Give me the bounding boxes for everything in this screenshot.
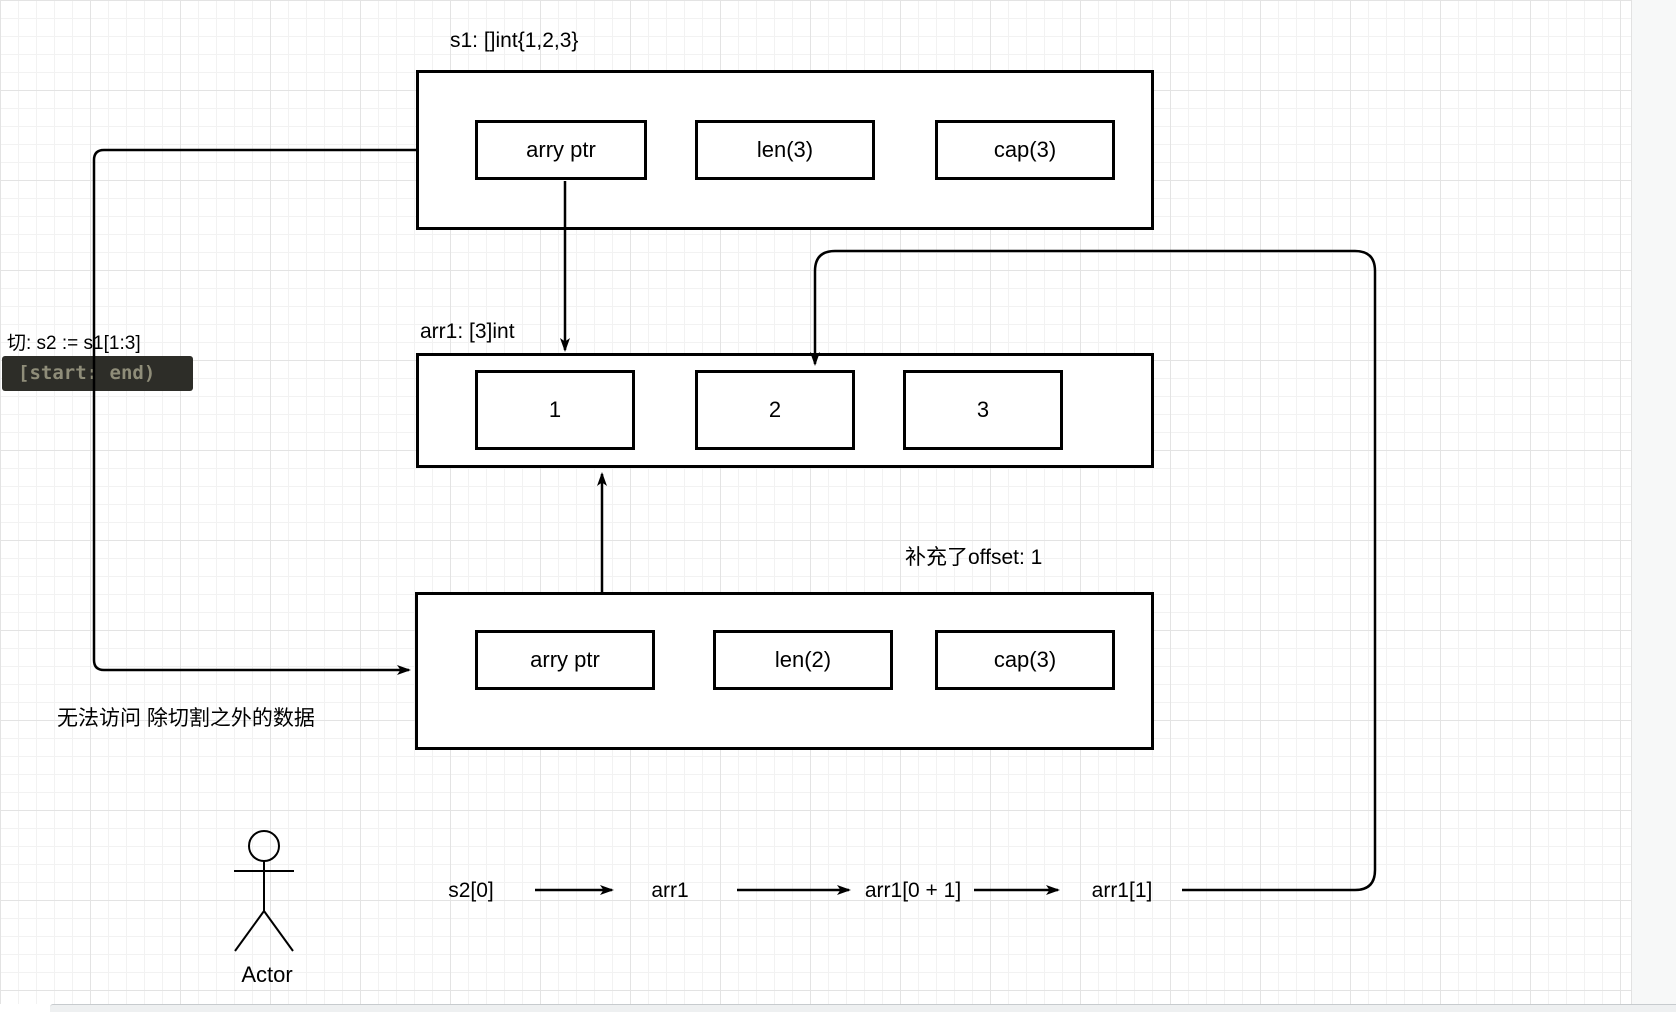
- flow-step-arr1-0-plus-1[interactable]: arr1[0 + 1]: [864, 879, 962, 902]
- arr1-cell-3[interactable]: 3: [903, 370, 1063, 450]
- s1-cell-len[interactable]: len(3): [695, 120, 875, 180]
- arr1-label[interactable]: arr1: [3]int: [420, 320, 515, 343]
- arr1-cell-2[interactable]: 2: [695, 370, 855, 450]
- horizontal-scrollbar[interactable]: [50, 1004, 1676, 1012]
- no-access-note[interactable]: 无法访问 除切割之外的数据: [57, 707, 315, 730]
- s2-cell-arry-ptr[interactable]: arry ptr: [475, 630, 655, 690]
- s2-offset-label[interactable]: 补充了offset: 1: [905, 546, 1043, 569]
- arr1-cell-1[interactable]: 1: [475, 370, 635, 450]
- s2-cell-cap[interactable]: cap(3): [935, 630, 1115, 690]
- actor-label[interactable]: Actor: [241, 962, 293, 987]
- canvas-right-margin: [1631, 0, 1676, 1012]
- s2-cell-len[interactable]: len(2): [713, 630, 893, 690]
- s1-cell-arry-ptr[interactable]: arry ptr: [475, 120, 647, 180]
- flow-step-s2-0[interactable]: s2[0]: [448, 879, 494, 902]
- slice-range-badge[interactable]: [start: end): [2, 356, 193, 391]
- slice-expression-note[interactable]: 切: s2 := s1[1:3]: [7, 333, 141, 354]
- s1-cell-cap[interactable]: cap(3): [935, 120, 1115, 180]
- flow-step-arr1[interactable]: arr1: [651, 879, 689, 902]
- s1-label[interactable]: s1: []int{1,2,3}: [450, 29, 579, 52]
- flow-step-arr1-1[interactable]: arr1[1]: [1091, 879, 1153, 902]
